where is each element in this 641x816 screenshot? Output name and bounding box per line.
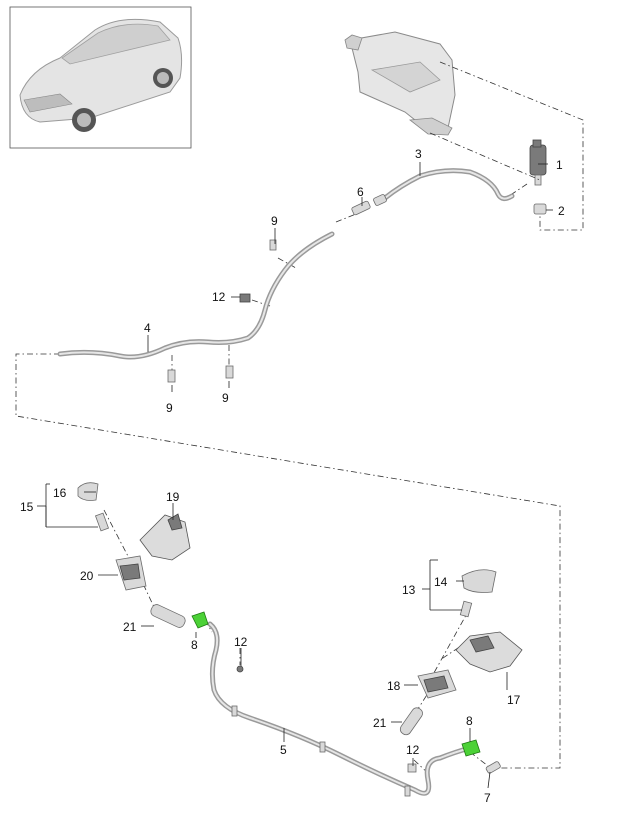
callout-18: 18 [387,679,401,693]
cylinder-left [150,604,186,628]
check-valve [485,761,501,774]
clip-upper-2 [167,369,176,383]
connector-green-right [461,739,481,757]
connector-green-left [191,611,209,629]
callout-17: 17 [507,693,521,707]
bracket-left [139,513,191,561]
washer-pump [529,139,547,186]
hose-main [57,231,335,360]
callout-21-right: 21 [373,716,387,730]
washer-reservoir [344,31,456,136]
callout-4: 4 [144,321,151,335]
callout-13: 13 [402,583,416,597]
callout-15: 15 [20,500,34,514]
callout-3: 3 [415,147,422,161]
telescopic-holder-right [417,669,457,699]
callout-16: 16 [53,486,67,500]
hose-upper [382,168,515,202]
holder-lower-right [407,763,417,773]
bracket-right [455,631,523,673]
nozzle-cap-right [461,569,497,593]
vehicle-thumbnail [9,6,192,149]
hose-connector [351,194,387,216]
callout-9-top: 9 [271,214,278,228]
pump-grommet [533,203,547,215]
nozzle-cap-left [77,482,99,501]
callout-labels: 1 2 3 4 5 6 7 8 8 9 9 9 12 12 12 13 14 1… [20,147,565,805]
callout-7: 7 [484,791,491,805]
holder-upper [239,293,251,303]
cylinder-right [399,707,423,736]
car-illustration [19,18,183,132]
clip-upper-3 [225,365,234,379]
callout-5: 5 [280,743,287,757]
callout-8-right: 8 [466,714,473,728]
callout-19: 19 [166,490,180,504]
nozzle-left [94,512,110,532]
callout-9-left: 9 [166,401,173,415]
callout-2: 2 [558,204,565,218]
callout-1: 1 [556,158,563,172]
callout-12-lower-left: 12 [234,635,248,649]
holder-lower-left [236,665,244,673]
callout-20: 20 [80,569,94,583]
callout-21-left: 21 [123,620,137,634]
leader-lines [37,162,553,789]
callout-12-upper: 12 [212,290,226,304]
callout-6: 6 [357,185,364,199]
clip-upper-1 [269,239,277,251]
callout-8-left: 8 [191,638,198,652]
callout-9-right: 9 [222,391,229,405]
nozzle-right [459,600,473,618]
hose-lower [207,621,473,797]
callout-12-lower-right: 12 [406,743,420,757]
telescopic-holder-left [115,555,147,591]
callout-14: 14 [434,575,448,589]
